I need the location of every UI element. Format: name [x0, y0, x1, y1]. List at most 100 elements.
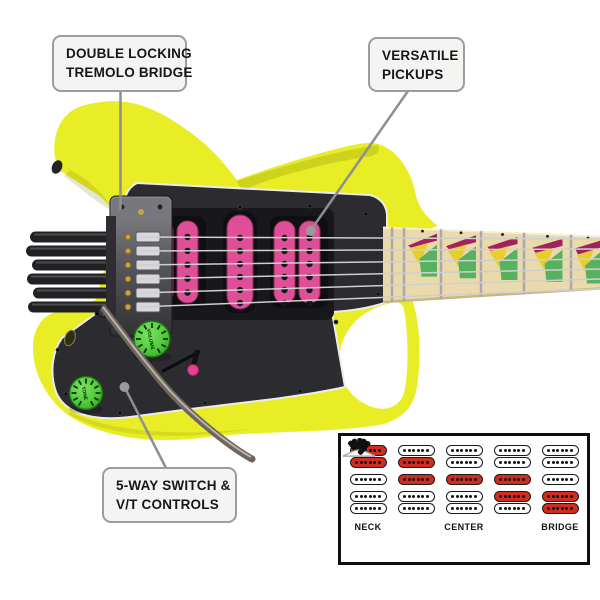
knob-tick [161, 343, 167, 348]
callout-tremolo-line2: TREMOLO BRIDGE [66, 64, 193, 80]
knob-tick [93, 396, 100, 402]
coil-pole-dot [569, 507, 573, 510]
coil-pole-dot [359, 478, 363, 481]
bridge-screw-gold [124, 261, 132, 269]
coil-pole-dot [464, 478, 468, 481]
coil-pole-dot [469, 478, 473, 481]
callout-tremolo-line1: DOUBLE LOCKING [66, 46, 192, 61]
selector-position-2 [342, 438, 437, 533]
coil-pill-off [445, 491, 483, 502]
frets [390, 227, 573, 303]
coil-pole-dot [416, 495, 420, 498]
coil-pole-dot [355, 478, 359, 481]
coil-pole-dot [403, 495, 407, 498]
coil-pole-dot [473, 461, 477, 464]
fine-tuner [26, 245, 116, 257]
bridge-humbucker-icon [397, 491, 435, 514]
selector-position-label: CENTER [444, 522, 484, 532]
five-way-switch [161, 349, 201, 376]
side-dot [421, 229, 424, 233]
knob-tick [143, 348, 148, 354]
coil-pole-dot [517, 495, 521, 498]
inlay-magenta-triangle [487, 236, 518, 251]
coil-pole-dot [377, 449, 381, 452]
screw [297, 388, 303, 394]
coil-pole-dot [368, 507, 372, 510]
coil-pole-dot [451, 507, 455, 510]
coil-pole-dot [569, 461, 573, 464]
coil-pole-dot [425, 461, 429, 464]
coil-pole-dot [412, 495, 416, 498]
coil-pole-dot [473, 478, 477, 481]
coil-pole-dot [460, 507, 464, 510]
coil-pole-dot [512, 461, 516, 464]
coil-pole-dot [565, 449, 569, 452]
screw [333, 319, 339, 325]
coil-pole-dot [503, 478, 507, 481]
coil-pole-dot [499, 478, 503, 481]
coil-pole-dot [421, 461, 425, 464]
string [137, 288, 600, 308]
side-dot [546, 234, 549, 238]
coil-pole-dot [373, 478, 377, 481]
coil-pole-dot [569, 478, 573, 481]
coil-pole-dot [455, 507, 459, 510]
coil-pole-dot [512, 507, 516, 510]
coil-pole-dot [373, 495, 377, 498]
coil-pole-dot [460, 478, 464, 481]
coil-pole-dot [368, 461, 372, 464]
middle-coil-icon [349, 474, 387, 485]
pole-piece [184, 289, 191, 296]
coil-pole-dot [560, 507, 564, 510]
fretboard-edge-top [382, 226, 600, 238]
coil-pill-off [445, 457, 483, 468]
fine-tuners [26, 231, 116, 313]
coil-pole-dot [508, 495, 512, 498]
bridge-humbucker-icon [493, 491, 531, 514]
coil-pole-dot [556, 461, 560, 464]
coil-pole-dot [425, 507, 429, 510]
coil-pole-dot [421, 478, 425, 481]
coil-pole-dot [565, 495, 569, 498]
coil-pole-dot [473, 495, 477, 498]
bridge-screw-gold [124, 233, 132, 241]
side-dot [501, 233, 504, 236]
coil-pole-dot [499, 507, 503, 510]
coil-pole-dot [364, 507, 368, 510]
fine-tuner [27, 273, 116, 285]
knob-tick [143, 324, 148, 330]
fine-tuner [30, 231, 116, 243]
knob-tick [72, 384, 79, 390]
coil-pole-dot [551, 495, 555, 498]
coil-pole-dot [499, 449, 503, 452]
coil-pole-dot [403, 507, 407, 510]
coil-pole-dot [560, 461, 564, 464]
knob-tick [93, 384, 100, 390]
coil-pole-dot [503, 495, 507, 498]
coil-pole-dot [551, 461, 555, 464]
leader-line-pickups [309, 90, 410, 231]
coil-pole-dot [451, 449, 455, 452]
callout-controls: 5-WAY SWITCH & V/T CONTROLS [102, 467, 237, 523]
coil-pole-dot [364, 495, 368, 498]
coil-pole-dot [469, 495, 473, 498]
coil-pole-dot [460, 461, 464, 464]
callout-pickups-line1: VERSATILE [382, 48, 459, 63]
pole-piece [184, 275, 191, 282]
string [137, 268, 600, 280]
strings [137, 236, 600, 308]
coil-pole-dot [469, 449, 473, 452]
coil-pole-dot [512, 449, 516, 452]
knob-tick [89, 400, 95, 407]
inlay-green-triangle [585, 252, 600, 284]
selector-position-4 [342, 438, 533, 533]
coil-pole-dot [547, 495, 551, 498]
screw [375, 291, 381, 297]
coil-pole-dot [521, 461, 525, 464]
volume-knob-ticks [136, 323, 168, 354]
coil-pole-dot [521, 449, 525, 452]
inlay-green-triangle [499, 247, 518, 280]
callout-pickups: VERSATILE PICKUPS [368, 37, 465, 92]
string [137, 248, 600, 252]
